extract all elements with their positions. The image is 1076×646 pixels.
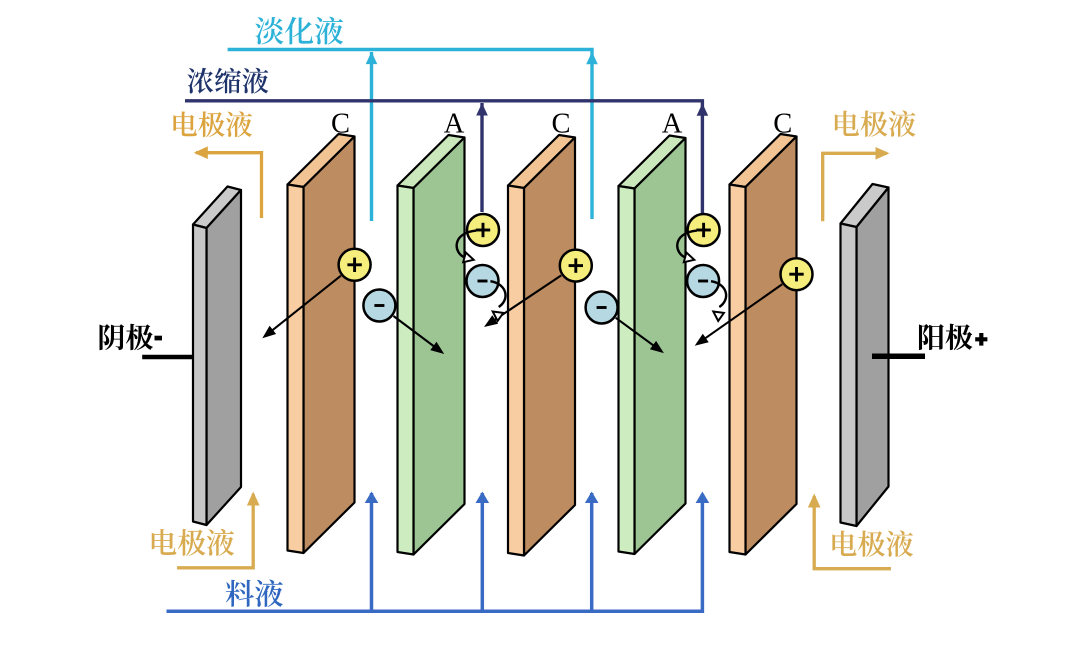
svg-text:A: A — [662, 109, 683, 140]
svg-text:C: C — [773, 109, 792, 140]
svg-text:C: C — [331, 109, 350, 140]
svg-text:C: C — [551, 109, 570, 140]
svg-text:A: A — [444, 109, 465, 140]
